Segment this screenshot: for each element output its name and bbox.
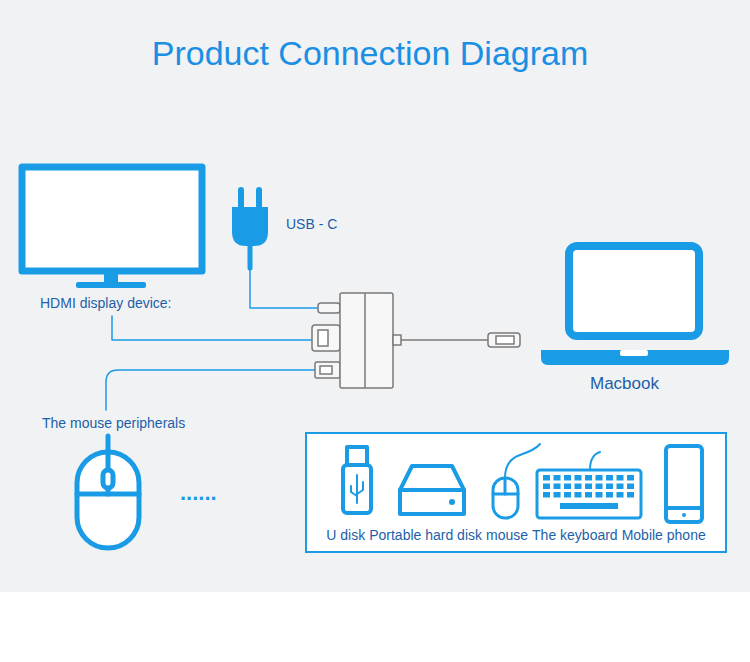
keyboard-icon	[537, 452, 641, 518]
node-label: Macbook	[590, 374, 659, 394]
phone-icon	[666, 446, 702, 522]
node-label: USB - C	[286, 216, 337, 232]
device-label: U disk	[326, 527, 365, 543]
display-label: HDMI display device:	[40, 294, 210, 314]
background	[0, 0, 750, 592]
peripheral-box: U diskPortable hard diskmouseThe keyboar…	[305, 432, 727, 553]
mouse-icon	[77, 436, 139, 548]
hard-disk-icon	[400, 466, 464, 514]
device-label: mouse	[486, 527, 528, 543]
usb-stick-icon	[343, 447, 371, 513]
peripheral-label: The mouse peripherals	[42, 414, 222, 434]
device-label: Mobile phone	[622, 527, 706, 543]
laptop-icon	[541, 246, 729, 365]
plug-icon	[232, 190, 268, 268]
device-label: The keyboard	[532, 527, 618, 543]
monitor-icon	[22, 167, 202, 271]
ellipsis-mark: ......	[180, 480, 217, 506]
plug-label: USB - C	[286, 215, 356, 235]
node-label: HDMI display device:	[40, 295, 172, 311]
title: Product Connection Diagram	[0, 34, 740, 73]
device-label: Portable hard disk	[369, 527, 482, 543]
hub-adapter	[312, 293, 520, 388]
mouse-icon	[493, 444, 540, 518]
wire	[106, 268, 318, 410]
node-label: The mouse peripherals	[42, 415, 185, 431]
laptop-label: Macbook	[590, 374, 700, 398]
